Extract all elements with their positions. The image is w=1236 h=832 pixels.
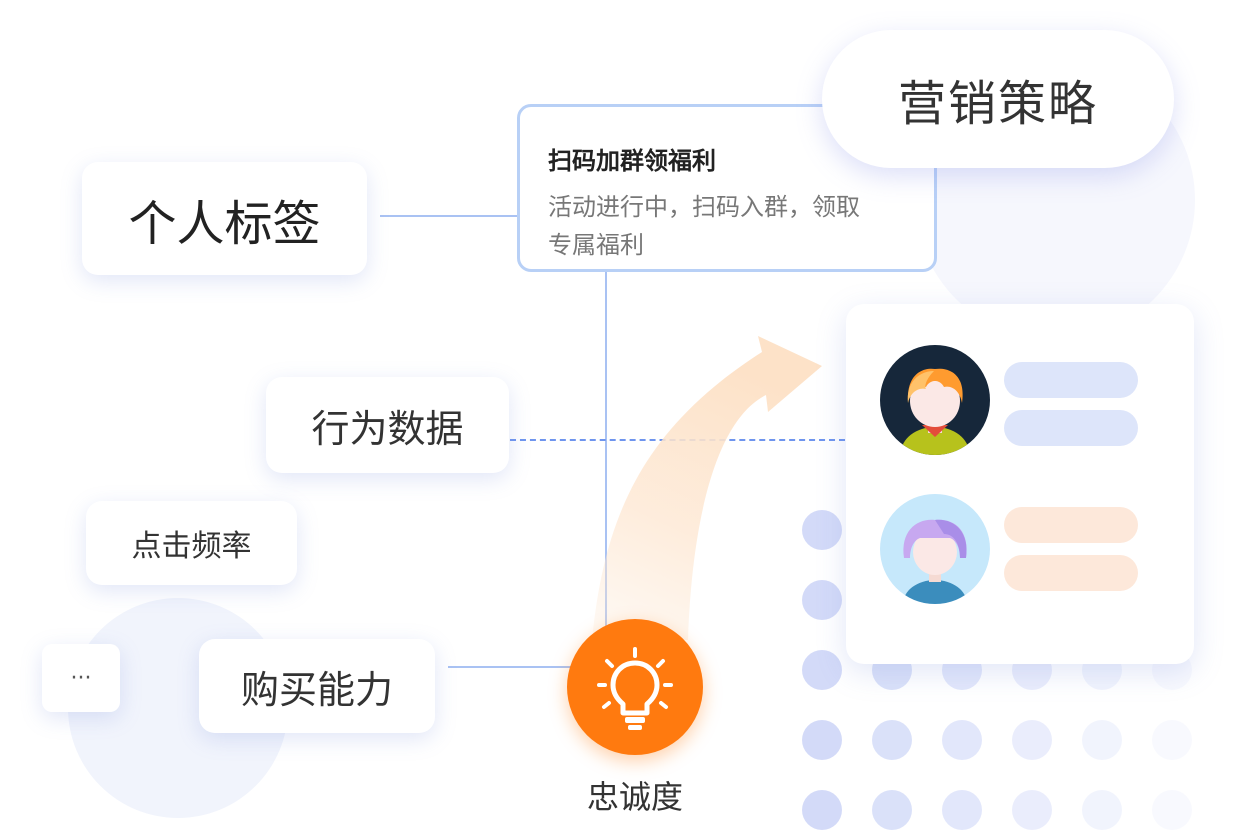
loyalty-label: 忠诚度 [586,778,683,816]
grid-dot [802,650,842,690]
avatar-2-bar-2 [1004,555,1138,591]
grid-dot [1012,720,1052,760]
grid-dot [802,720,842,760]
avatar-1 [880,345,990,455]
grid-dot [872,720,912,760]
tag-click[interactable]: 点击频率 [86,501,297,585]
tag-more-label: ··· [70,665,92,691]
grid-dot [1152,790,1192,830]
grid-dot [872,790,912,830]
tag-more[interactable]: ··· [42,644,120,712]
page-title: 营销策略 [897,76,1098,132]
avatar-1-bar-1 [1004,362,1138,398]
connector-personal [380,215,520,217]
avatar-2-figure [903,519,967,604]
user-list-card [846,304,1194,664]
notice-line1: 活动进行中，扫码入群，领取 [548,193,860,221]
grid-dot [802,580,842,620]
tag-personal-label: 个人标签 [128,195,321,252]
tag-buying[interactable]: 购买能力 [199,639,435,733]
grid-dot [1082,790,1122,830]
notice-heading: 扫码加群领福利 [548,147,716,175]
avatar-1-bar-2 [1004,410,1138,446]
notice-line2: 专属福利 [548,231,644,259]
grid-dot [802,790,842,830]
avatar-2-bar-1 [1004,507,1138,543]
avatar-2 [880,494,990,604]
tag-click-label: 点击频率 [131,529,252,564]
tag-buying-label: 购买能力 [240,667,393,712]
grid-dot [942,720,982,760]
grid-dot [802,510,842,550]
grid-dot [1082,720,1122,760]
tag-personal[interactable]: 个人标签 [82,162,367,275]
connector-buying [448,666,573,668]
title-pill: 营销策略 [822,30,1174,168]
tag-behavior[interactable]: 行为数据 [266,377,509,473]
grid-dot [942,790,982,830]
grid-dot [1012,790,1052,830]
connector-vertical [605,272,607,632]
avatar-1-figure [901,368,969,455]
tag-behavior-label: 行为数据 [311,406,464,451]
lightbulb-icon [597,647,673,730]
loyalty-node[interactable] [567,619,703,755]
grid-dot [1152,720,1192,760]
